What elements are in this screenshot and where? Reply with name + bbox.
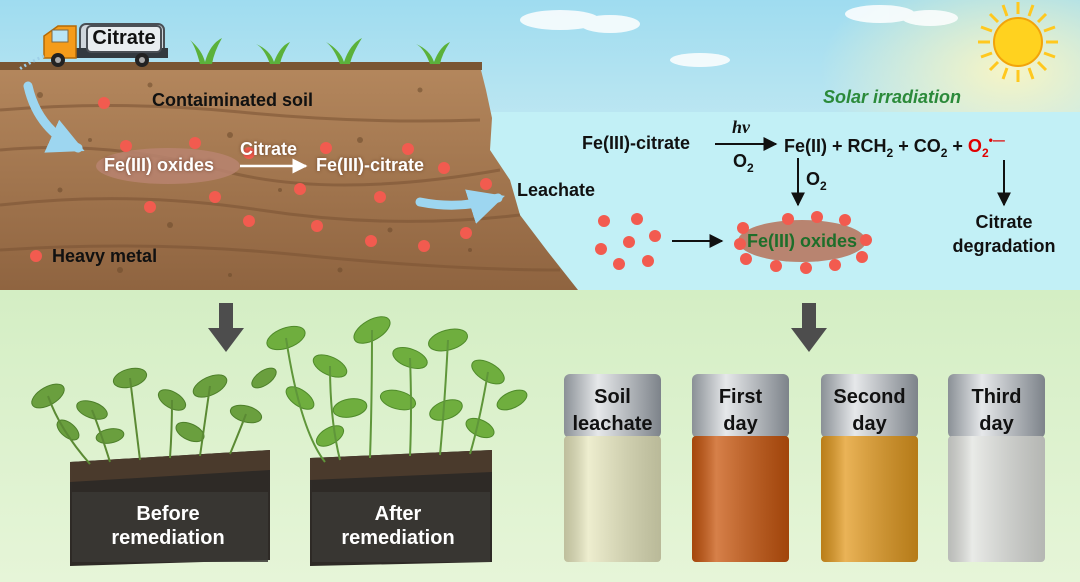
fe-oxides-result-label: Fe(III) oxides (746, 231, 858, 251)
leachate-outflow-arrow (415, 189, 505, 224)
vial-second-day (821, 374, 918, 562)
superoxide-label: O2•— (967, 133, 1005, 160)
sun-icon (978, 2, 1058, 82)
citrate-arrow-label: Citrate (240, 139, 298, 159)
soil-fe-oxides-label: Fe(III) oxides (104, 155, 215, 175)
free-heavy-metal-dots (595, 213, 661, 270)
soil-pebbles (37, 82, 472, 277)
soil-top-grass (0, 62, 482, 70)
truck-label: Citrate (92, 27, 156, 49)
fe-oxide-blob (738, 220, 866, 262)
vial-third-day (948, 374, 1045, 562)
reaction-reactant: Fe(III)-citrate (582, 133, 691, 153)
heavy-metal-legend-dot (30, 250, 42, 262)
fe2-oxidation-o2-label: O2 (806, 169, 827, 193)
vial-first-day (692, 374, 789, 562)
grass-tufts (190, 38, 450, 64)
plant-photo-after (266, 316, 528, 566)
photolysis-arrow-bottom-label: O2 (733, 151, 754, 175)
soil-fe-oxide-blob (96, 148, 240, 184)
reaction-products: Fe(II) + RCH2 + CO2 + O2•— (784, 133, 1005, 160)
solar-irradiation-label: Solar irradiation (823, 87, 962, 107)
adsorbed-heavy-metal-dots (734, 211, 872, 274)
leachate-label: Leachate (517, 180, 596, 200)
citrate-inflow-arrow (23, 81, 85, 153)
plant-photo-before (31, 367, 277, 566)
vial-soil-leachate (564, 374, 661, 562)
soil-fe-citrate-label: Fe(III)-citrate (316, 155, 425, 175)
heavy-metal-legend-label: Heavy metal (52, 246, 158, 266)
truck-label-box (86, 25, 162, 53)
soil-to-plants-arrow (208, 303, 244, 352)
leachate-to-vials-arrow (791, 303, 827, 352)
photolysis-arrow-top-label: hν (732, 117, 750, 137)
clouds (520, 5, 958, 67)
soil-heavy-metal-dots (98, 97, 492, 252)
soil-title: Contaiminated soil (152, 90, 314, 110)
